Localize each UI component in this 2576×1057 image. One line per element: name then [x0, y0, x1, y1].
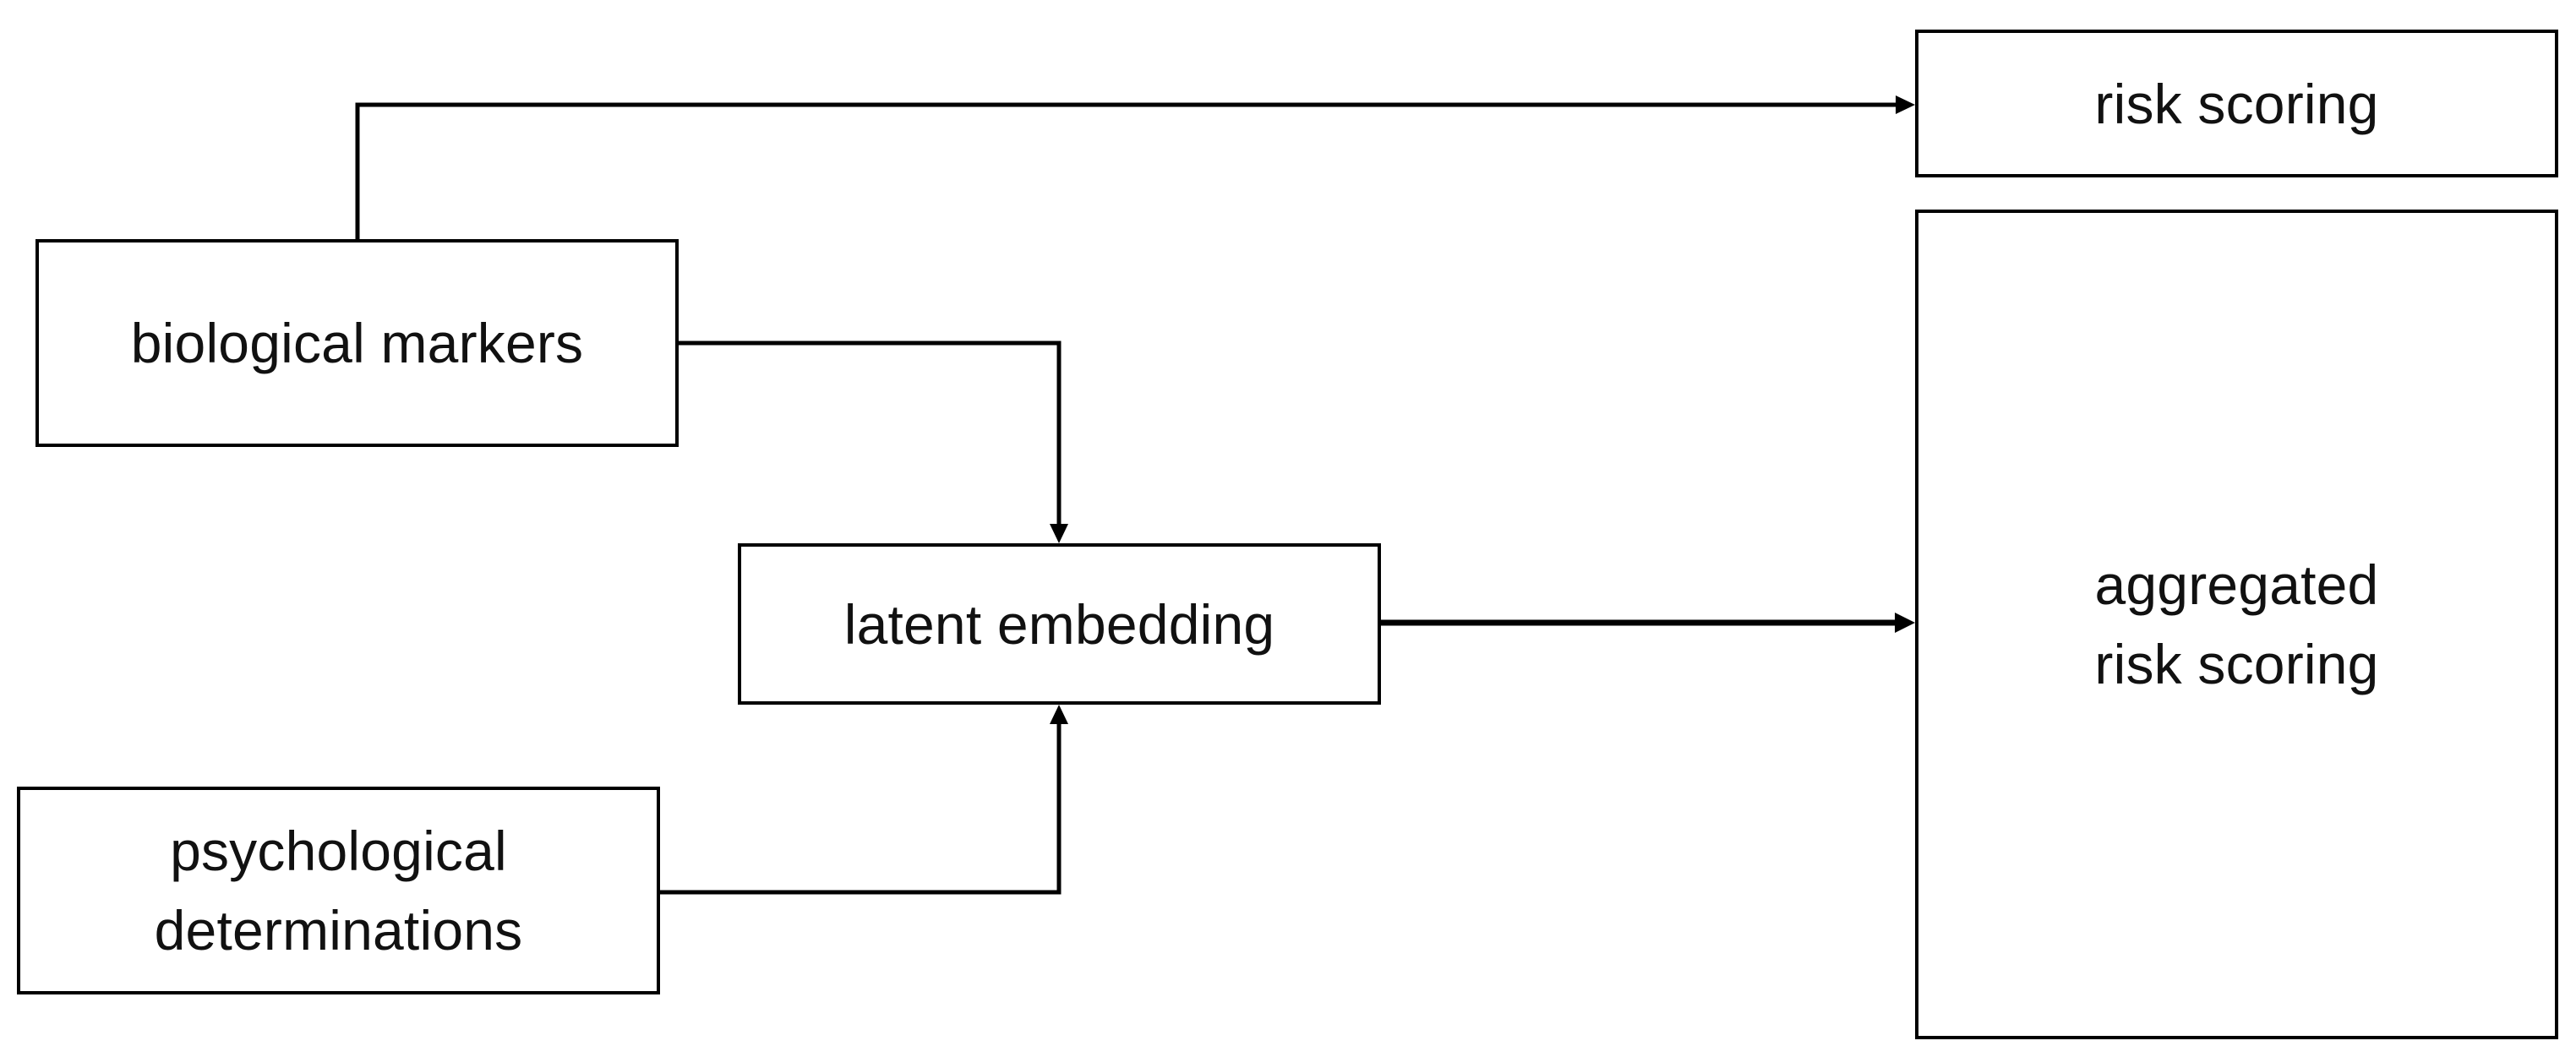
arrowhead-latent-top [1050, 524, 1068, 543]
aggregated-risk-scoring-label: aggregated risk scoring [2094, 553, 2379, 695]
biological-markers-box: biological markers [35, 239, 679, 447]
biological-markers-label: biological markers [130, 312, 584, 374]
risk-scoring-label: risk scoring [2094, 72, 2379, 135]
edge-psych-to-latent [660, 722, 1062, 895]
arrowhead-latent-bottom [1050, 705, 1068, 724]
aggregated-risk-scoring-box: aggregated risk scoring [1915, 210, 2558, 1039]
risk-scoring-box: risk scoring [1915, 30, 2558, 177]
psychological-determinations-label: psychological determinations [154, 820, 523, 962]
latent-embedding-label: latent embedding [843, 592, 1275, 656]
psychological-determinations-box: psychological determinations [17, 787, 660, 994]
latent-embedding-box: latent embedding [738, 543, 1381, 705]
edge-bio-to-risk-scoring [355, 102, 1897, 239]
arrowhead-aggregated [1895, 613, 1915, 633]
arrowhead-risk-scoring [1896, 95, 1915, 114]
edge-bio-to-latent [679, 341, 1062, 526]
